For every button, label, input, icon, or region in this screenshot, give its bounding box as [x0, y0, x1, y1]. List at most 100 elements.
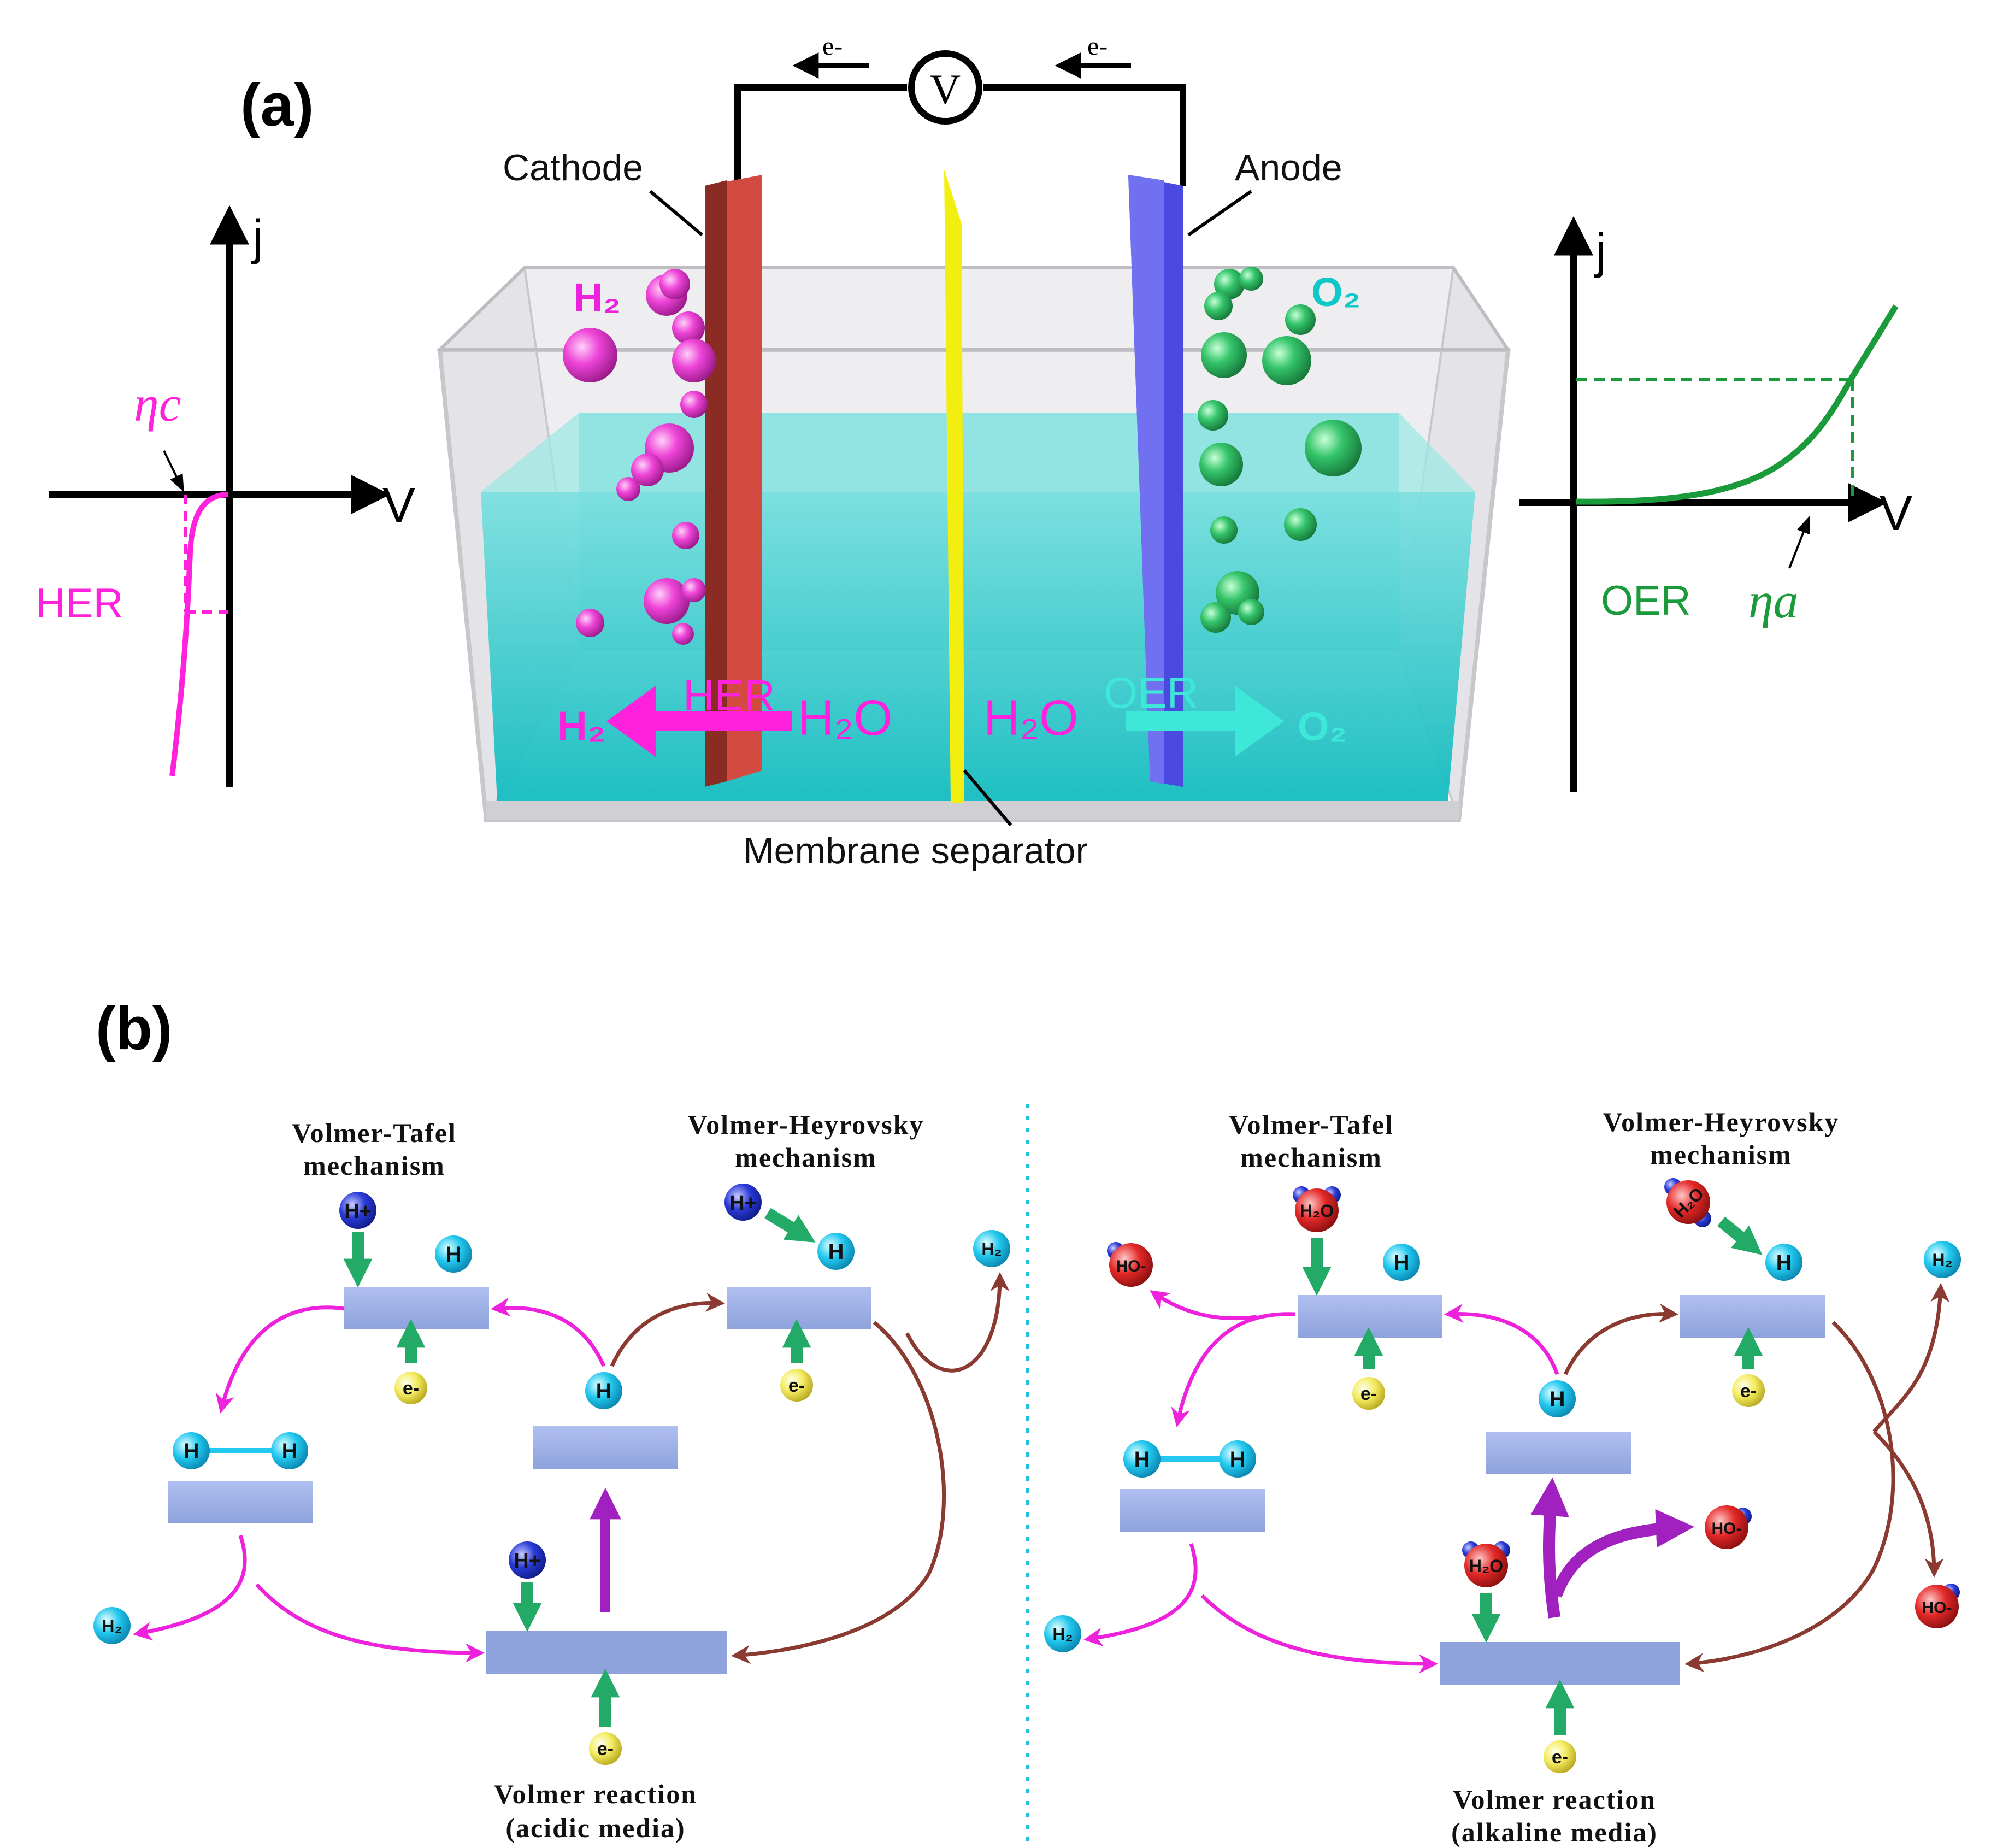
her-eta-pointer	[163, 450, 184, 492]
svg-text:e-: e-	[1552, 1747, 1568, 1768]
alkaline-volmer-oh-arrow	[1550, 1509, 1695, 1598]
cathode-label: Cathode	[503, 147, 643, 189]
alkaline-vh-to-volmer-arrow	[1684, 1321, 1895, 1673]
left-her-label: HER	[683, 671, 775, 720]
alkaline-branch-to-h2-arrow	[1872, 1283, 1950, 1433]
oer-reaction-label: OER	[1601, 578, 1691, 624]
membrane-label: Membrane separator	[743, 830, 1088, 872]
acidic-mid-to-vt-arrow	[491, 1297, 606, 1367]
panel-a-label: (a)	[240, 72, 314, 139]
alkaline-h-h-pair: H H	[1123, 1440, 1256, 1478]
oer-jv-plot: j V OER ηa	[1519, 216, 1912, 792]
alkaline-hh-to-volmer-arrow	[1200, 1594, 1438, 1674]
cathode-pointer	[649, 190, 703, 237]
acidic-volmer-plate	[486, 1631, 727, 1674]
her-curve	[169, 492, 229, 776]
svg-text:e-: e-	[597, 1739, 614, 1759]
alkaline-vh-electron: e-	[1732, 1374, 1765, 1407]
cathode-edge	[705, 180, 727, 787]
svg-text:H: H	[446, 1243, 462, 1267]
acidic-mid-to-vh-arrow	[610, 1292, 725, 1367]
alkaline-vt-to-hh-arrow	[1171, 1312, 1295, 1427]
alkaline-vt-plate	[1298, 1295, 1442, 1338]
alkaline-vh-h2: H₂	[1924, 1241, 1961, 1278]
svg-text:e-: e-	[403, 1378, 419, 1399]
her-x-axis-label: V	[382, 478, 415, 533]
alkaline-volmer-title-2: (alkaline media)	[1451, 1817, 1658, 1847]
svg-text:H: H	[1230, 1447, 1246, 1472]
left-h2o-label: H₂O	[798, 690, 893, 746]
tank-bottom	[486, 801, 1459, 820]
right-o2-label: O₂	[1298, 704, 1347, 749]
svg-text:HO-: HO-	[1922, 1599, 1952, 1617]
alkaline-volmer-electron: e-	[1544, 1740, 1576, 1773]
acidic-mid-h-atom: H	[585, 1372, 622, 1409]
alkaline-released-h2: H₂	[1044, 1615, 1081, 1652]
svg-text:e-: e-	[1740, 1381, 1757, 1402]
acidic-vt-title-1: Volmer-Tafel	[292, 1117, 457, 1148]
oer-x-axis-label: V	[1880, 486, 1912, 541]
voltmeter-icon	[908, 50, 982, 125]
right-oer-label: OER	[1104, 668, 1198, 717]
svg-text:e-: e-	[1360, 1384, 1377, 1404]
membrane-plate	[944, 169, 964, 803]
her-reaction-label: HER	[36, 580, 123, 627]
acidic-vh-h2: H₂	[973, 1230, 1010, 1267]
svg-text:H: H	[828, 1240, 844, 1264]
oer-arrowhead	[1235, 686, 1284, 757]
acidic-h2-plate	[168, 1481, 313, 1523]
acidic-vh-to-h2-arrow	[905, 1272, 1010, 1373]
alkaline-vh-hydroxide: HO-	[1915, 1584, 1960, 1628]
acidic-vt-to-hh-arrow	[215, 1305, 345, 1414]
anode-label: Anode	[1235, 147, 1342, 189]
voltmeter-label: V	[930, 66, 961, 113]
her-y-axis-label: j	[251, 210, 263, 265]
acidic-vh-proton: H+	[724, 1184, 762, 1221]
acidic-vh-electron: e-	[780, 1369, 813, 1402]
electron-right-label: e-	[1087, 32, 1108, 61]
alkaline-vh-plate	[1680, 1295, 1825, 1338]
acidic-vh-to-volmer-arrow	[731, 1321, 946, 1664]
o2-bubbles	[1198, 267, 1362, 633]
oer-y-axis-label: j	[1594, 224, 1606, 279]
acidic-vt-title-2: mechanism	[303, 1150, 445, 1181]
alkaline-volmer-plate	[1440, 1642, 1680, 1685]
acidic-vt-plate	[344, 1287, 489, 1329]
alkaline-mid-to-vt-arrow	[1444, 1303, 1559, 1375]
alkaline-volmer-hydroxide: HO-	[1705, 1505, 1752, 1549]
acidic-h-plate	[533, 1426, 678, 1469]
membrane-pointer	[963, 769, 1012, 826]
alkaline-mechanism: Volmer-Tafel mechanism Volmer-Heyrovsky …	[1044, 1107, 1961, 1847]
acidic-released-h2: H₂	[93, 1607, 131, 1644]
svg-text:H: H	[1394, 1251, 1410, 1275]
acidic-vh-h-atom: H	[817, 1233, 855, 1270]
electrolyzer: V e- e- Cathode Anode Membrane separator	[435, 32, 1511, 872]
acidic-volmer-proton: H+	[509, 1541, 546, 1579]
svg-text:H: H	[596, 1379, 612, 1403]
alkaline-vh-h-atom: H	[1765, 1244, 1802, 1281]
acidic-vh-title-1: Volmer-Heyrovsky	[688, 1109, 924, 1140]
alkaline-branch-to-oh-arrow	[1872, 1430, 1944, 1578]
electron-left-label: e-	[822, 32, 843, 61]
svg-text:H₂O: H₂O	[1469, 1556, 1503, 1576]
svg-text:H: H	[1550, 1387, 1565, 1411]
acidic-hh-to-h2-arrow	[133, 1534, 247, 1641]
svg-text:H: H	[282, 1439, 298, 1463]
svg-text:H+: H+	[344, 1200, 372, 1223]
alkaline-vh-water-arrow	[1717, 1216, 1763, 1255]
svg-text:H+: H+	[729, 1192, 757, 1215]
alkaline-vh-title-1: Volmer-Heyrovsky	[1603, 1107, 1840, 1137]
acidic-vt-electron: e-	[394, 1372, 427, 1404]
panel-b-label: (b)	[96, 995, 172, 1062]
alkaline-vt-water: H₂O	[1293, 1186, 1341, 1232]
h2-gas-label: H₂	[574, 275, 621, 320]
svg-text:H: H	[1776, 1251, 1792, 1275]
alkaline-mid-h-atom: H	[1539, 1380, 1576, 1417]
svg-text:HO-: HO-	[1116, 1257, 1146, 1275]
alkaline-vt-to-oh-arrow	[1150, 1290, 1257, 1321]
acidic-mechanism: Volmer-Tafel mechanism Volmer-Heyrovsky …	[93, 1109, 1010, 1843]
acidic-vh-proton-arrow	[764, 1208, 816, 1243]
external-circuit	[734, 84, 1186, 186]
acidic-h-h-pair: H H	[173, 1432, 308, 1469]
